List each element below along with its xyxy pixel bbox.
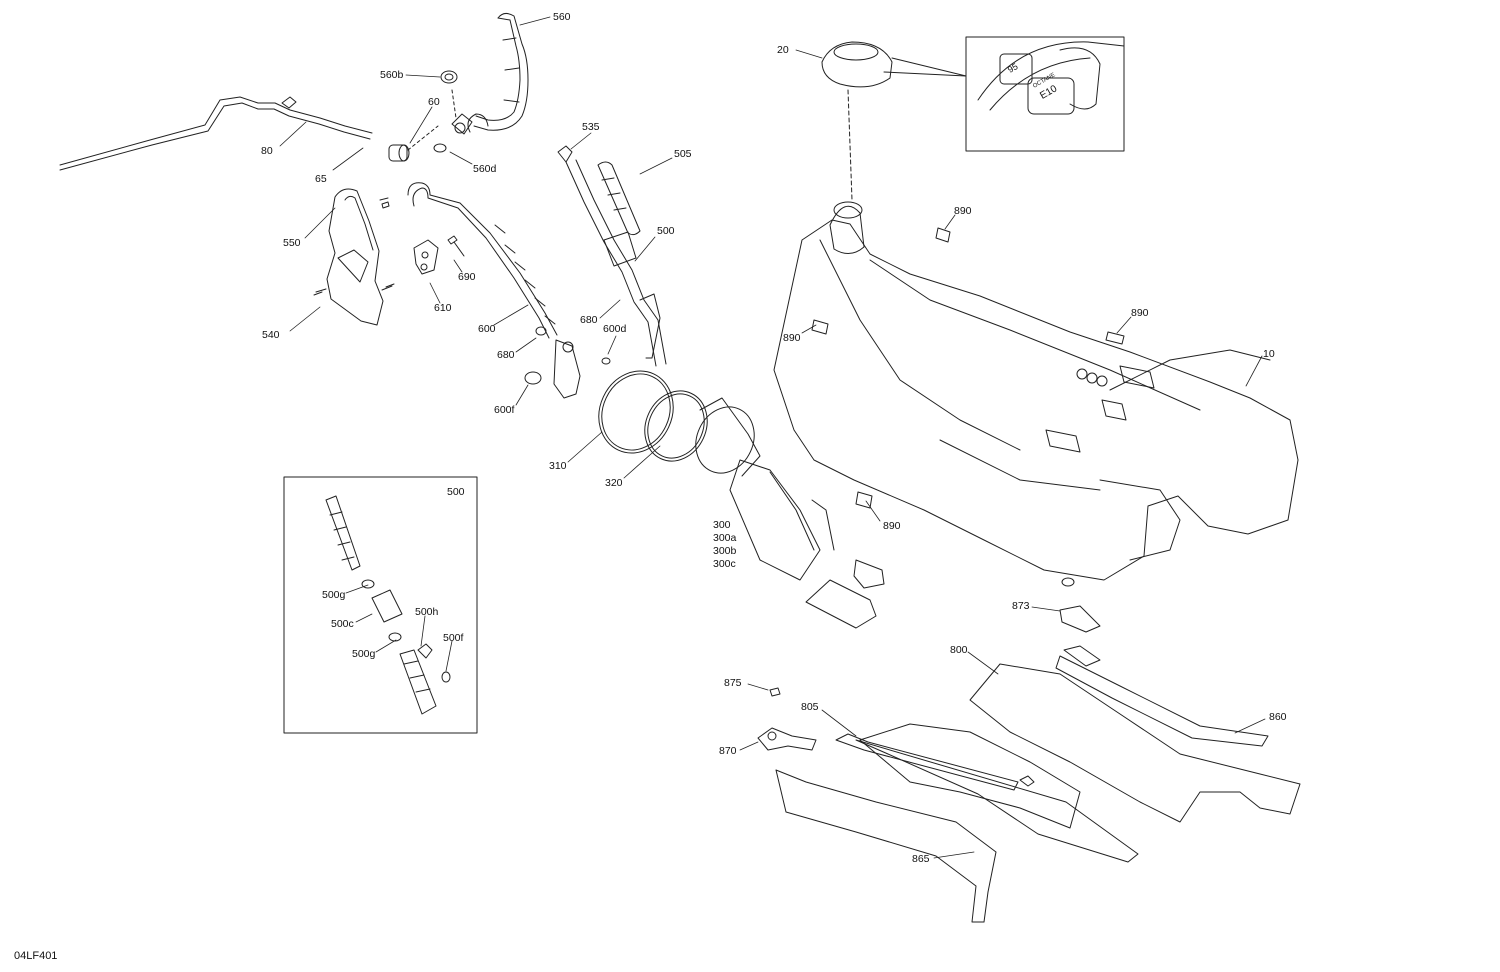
- callout-500h: 500h: [415, 606, 439, 618]
- callout-300c: 300c: [713, 558, 736, 570]
- callout-540: 540: [262, 329, 280, 341]
- rubber-pad: [811, 227, 1125, 509]
- callout-505: 505: [674, 148, 692, 160]
- callout-890-right: 890: [1131, 307, 1149, 319]
- bolt: [447, 235, 465, 257]
- callout-610: 610: [434, 302, 452, 314]
- callout-300: 300: [713, 519, 731, 531]
- callout-890-left: 890: [783, 332, 801, 344]
- callout-875: 875: [724, 677, 742, 689]
- callout-300a: 300a: [713, 532, 737, 544]
- screw-875: [769, 687, 781, 697]
- callout-600f: 600f: [494, 404, 515, 416]
- callout-500f: 500f: [443, 632, 464, 644]
- hose-bracket: [413, 239, 439, 275]
- callout-690: 690: [458, 271, 476, 283]
- callout-65: 65: [315, 173, 327, 185]
- clamp-870: [757, 727, 817, 751]
- callout-320: 320: [605, 477, 623, 489]
- callout-560b: 560b: [380, 69, 404, 81]
- callout-800: 800: [950, 644, 968, 656]
- callout-310: 310: [549, 460, 567, 472]
- bolt-set: [313, 201, 395, 296]
- cap-detail-frame: [883, 36, 1125, 152]
- leader-lines: [279, 16, 1266, 859]
- o-ring: [598, 370, 674, 454]
- lock-ring: [644, 390, 708, 462]
- fuel-line-500: [557, 145, 667, 367]
- hose-clamp: [440, 70, 458, 84]
- callout-300b: 300b: [713, 545, 737, 557]
- strap-865: [775, 769, 997, 923]
- callout-560d: 560d: [473, 163, 497, 175]
- inset-title: 500: [447, 486, 465, 498]
- heat-shield: [855, 663, 1301, 863]
- callout-890-top: 890: [954, 205, 972, 217]
- vent-tube: [59, 96, 373, 171]
- strap-805: [835, 733, 1019, 791]
- washer: [433, 143, 447, 153]
- clamp-873: [1059, 577, 1101, 667]
- callout-500c: 500c: [331, 618, 354, 630]
- callout-600: 600: [478, 323, 496, 335]
- vent-valve: [388, 125, 439, 162]
- drawing-code: 04LF401: [14, 950, 58, 962]
- callout-680-lower: 680: [497, 349, 515, 361]
- fuel-tank: [773, 201, 1299, 581]
- strap-860: [1055, 655, 1269, 747]
- callout-805: 805: [801, 701, 819, 713]
- callout-300-group: 300 300a 300b 300c: [713, 519, 736, 571]
- inset-frame: [283, 476, 478, 734]
- callout-865: 865: [912, 853, 930, 865]
- callout-10: 10: [1263, 348, 1275, 360]
- filler-hose: [467, 12, 529, 133]
- callout-873: 873: [1012, 600, 1030, 612]
- support-bracket: [315, 188, 393, 326]
- callout-680-upper: 680: [580, 314, 598, 326]
- protective-sleeve: [597, 161, 641, 236]
- callout-535: 535: [582, 121, 600, 133]
- callout-550: 550: [283, 237, 301, 249]
- callout-560: 560: [553, 11, 571, 23]
- callout-890-bottom: 890: [883, 520, 901, 532]
- inset-fuel-line: [325, 495, 451, 715]
- callout-500g-lower: 500g: [352, 648, 376, 660]
- callout-600d: 600d: [603, 323, 627, 335]
- callout-500: 500: [657, 225, 675, 237]
- callout-870: 870: [719, 745, 737, 757]
- callout-860: 860: [1269, 711, 1287, 723]
- fuel-cap: [821, 41, 893, 201]
- callout-80: 80: [261, 145, 273, 157]
- hose-clip: [524, 326, 611, 385]
- callout-20: 20: [777, 44, 789, 56]
- fuel-pump-module: [695, 397, 885, 629]
- filler-elbow: [451, 89, 473, 135]
- callout-60: 60: [428, 96, 440, 108]
- fuel-hose-600: [407, 182, 581, 399]
- callout-500g-upper: 500g: [322, 589, 346, 601]
